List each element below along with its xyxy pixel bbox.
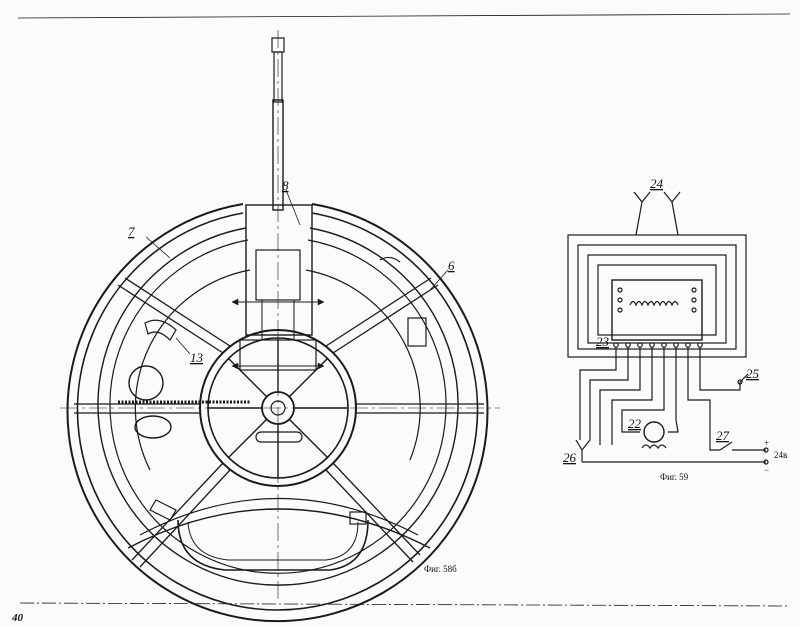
axle [270, 400, 286, 416]
leader-7 [145, 236, 171, 259]
wiring-loop-4 [597, 264, 717, 336]
caption-fig-59: Фиг. 59 [660, 472, 689, 482]
callout-26: 26 [563, 450, 577, 465]
callout-23: 23 [596, 334, 610, 349]
frame-braces [74, 277, 484, 568]
middle-ring [97, 227, 459, 586]
relay-23 [611, 279, 703, 341]
feed-1 [579, 347, 617, 440]
bottom-border [19, 602, 791, 607]
middle-ring-inner-edge [109, 239, 447, 574]
leader-6 [429, 269, 449, 291]
terminal-plus [763, 447, 769, 453]
seat-inner-edge [187, 521, 359, 561]
top-border [17, 13, 791, 19]
fitting-component [349, 511, 367, 525]
callout-25: 25 [746, 366, 760, 381]
hook-component [379, 256, 401, 263]
mast-upper [273, 51, 283, 103]
supply-plus-label: + [764, 438, 769, 448]
terminal-24 [633, 191, 681, 203]
lower-arch-inner [139, 497, 419, 536]
wiring-loop-3 [587, 254, 727, 344]
callout-6: 6 [448, 258, 455, 273]
mast-lower [272, 99, 284, 211]
switch-27 [719, 441, 733, 451]
outer-ring [66, 203, 489, 623]
supply-minus-label: − [764, 465, 769, 475]
callout-27: 27 [716, 428, 730, 443]
clamp-component [149, 499, 177, 521]
callout-13: 13 [190, 350, 204, 365]
supply-voltage-label: 24в [774, 450, 787, 460]
motor-component [134, 415, 172, 439]
leader-8 [285, 189, 301, 226]
callout-8: 8 [282, 178, 289, 193]
hub-handle [255, 431, 303, 443]
wiring-loop-1 [567, 234, 747, 358]
caption-fig-58b: Фиг. 58б [424, 564, 457, 574]
switch-26 [575, 439, 591, 452]
relay-coil [629, 300, 679, 307]
callout-22: 22 [628, 416, 642, 431]
column-housing [245, 204, 313, 336]
hub-ring-outer [199, 329, 357, 487]
callout-7: 7 [128, 224, 135, 239]
wiring-diagram [567, 191, 769, 465]
leader-13 [175, 337, 191, 355]
switch-25 [737, 379, 743, 385]
wiring-loop-2 [577, 244, 737, 350]
box-component [407, 317, 427, 347]
page-number: 40 [11, 612, 24, 624]
dimension-arrows [231, 298, 325, 370]
sphere-component [128, 365, 164, 401]
outer-ring-inner-edge [76, 212, 479, 611]
seat [177, 519, 369, 571]
inner-arc-right [305, 269, 421, 461]
callout-24: 24 [650, 176, 664, 191]
inner-arc-left [134, 269, 251, 471]
wheel-drawing [60, 30, 500, 623]
column-base [239, 339, 317, 371]
terminal-minus [763, 459, 769, 465]
bracket-component [144, 319, 177, 341]
resistor [641, 444, 667, 450]
lower-arch-outer [127, 508, 431, 549]
motor-22 [643, 421, 665, 443]
relay-contacts [617, 287, 697, 313]
